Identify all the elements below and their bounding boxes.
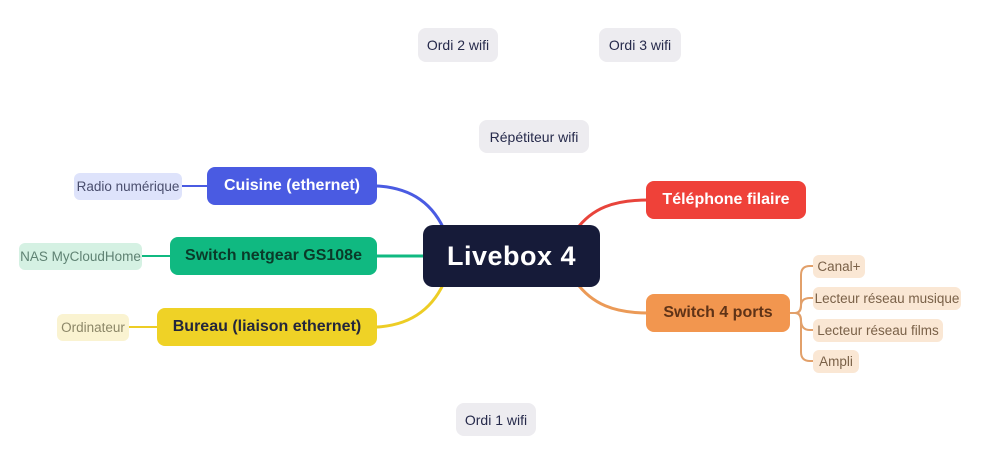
- branch-node-bureau[interactable]: Bureau (liaison ethernet): [157, 308, 377, 346]
- connector-lecteur-reseau-musique: [789, 297, 814, 314]
- floating-node-repetiteur-wifi[interactable]: Répétiteur wifi: [479, 120, 589, 153]
- floating-node-ordi-1-wifi[interactable]: Ordi 1 wifi: [456, 403, 536, 436]
- branch-node-switch-4-ports[interactable]: Switch 4 ports: [646, 294, 790, 332]
- child-node-radio-numerique[interactable]: Radio numérique: [74, 173, 182, 200]
- connector-canal-plus: [789, 265, 814, 314]
- root-node-livebox-4[interactable]: Livebox 4: [423, 225, 600, 287]
- connector-lecteur-reseau-films: [789, 312, 814, 331]
- child-node-lecteur-reseau-films[interactable]: Lecteur réseau films: [813, 319, 943, 342]
- branch-node-telephone-filaire[interactable]: Téléphone filaire: [646, 181, 806, 219]
- child-node-canal-plus[interactable]: Canal+: [813, 255, 865, 278]
- child-node-ordinateur[interactable]: Ordinateur: [57, 314, 129, 341]
- branch-node-cuisine[interactable]: Cuisine (ethernet): [207, 167, 377, 205]
- floating-node-ordi-2-wifi[interactable]: Ordi 2 wifi: [418, 28, 498, 62]
- child-node-nas-mycloudhome[interactable]: NAS MyCloudHome: [19, 243, 142, 270]
- branch-node-switch-netgear[interactable]: Switch netgear GS108e: [170, 237, 377, 275]
- floating-node-ordi-3-wifi[interactable]: Ordi 3 wifi: [599, 28, 681, 62]
- connector-ampli: [789, 312, 814, 362]
- child-node-ampli[interactable]: Ampli: [813, 350, 859, 373]
- child-node-lecteur-reseau-musique[interactable]: Lecteur réseau musique: [813, 287, 961, 310]
